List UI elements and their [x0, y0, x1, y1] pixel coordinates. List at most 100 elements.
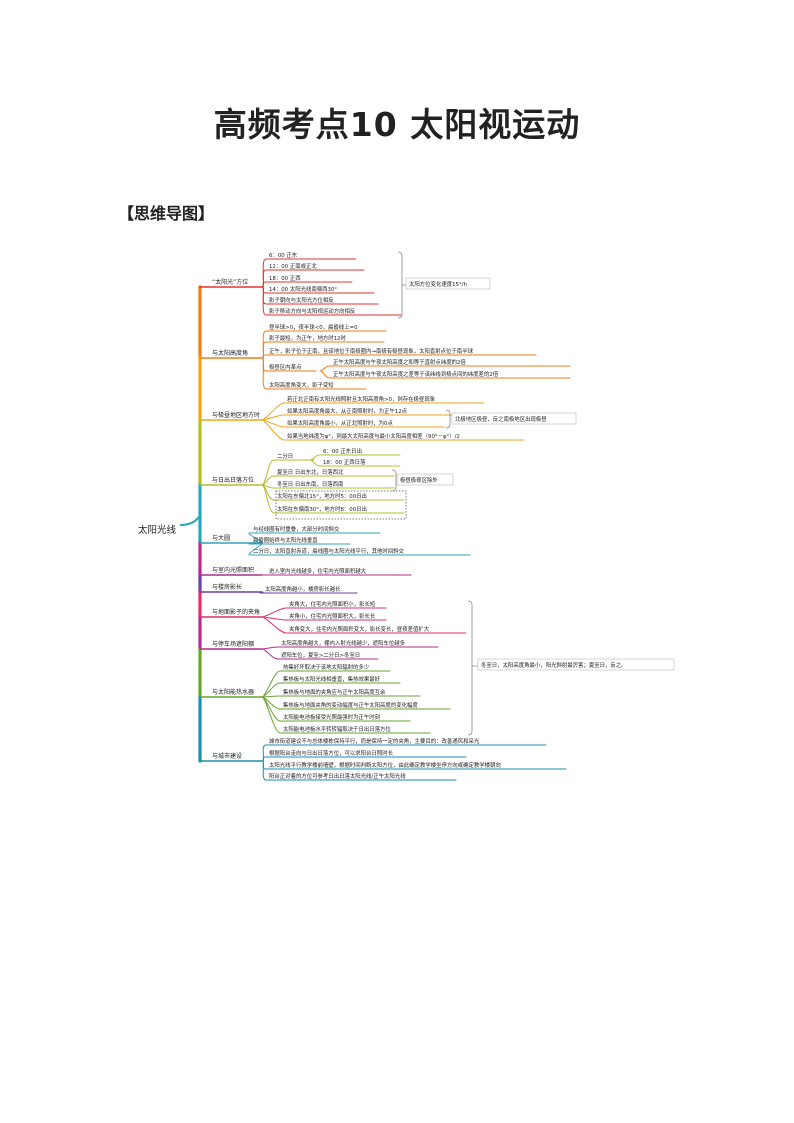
branch-item: 晨昏圈始终与太阳光线垂直 — [253, 536, 318, 544]
branch-item: 如果太阳高度角最小，从正北照射时，为0点 — [287, 419, 393, 427]
sub-connector — [309, 459, 321, 467]
item-connector — [261, 607, 287, 618]
branch-item: 冬至日 日出东南，日落西南 — [277, 480, 344, 488]
dotted-group-box — [275, 490, 407, 520]
item-connector — [261, 760, 267, 770]
item-connector — [261, 682, 281, 698]
item-connector — [261, 269, 267, 288]
branch-3-note-box — [451, 412, 577, 425]
item-connector — [261, 760, 267, 781]
item-connector — [261, 357, 267, 372]
branch-item: 太阳高度角越大，棚内入射光线越少，遮阳车位越多 — [281, 639, 406, 647]
bracket-2 — [467, 600, 473, 736]
branch-item: 如果太阳高度角最大，从正南照射时，为正午12点 — [287, 407, 408, 415]
branch-label: “太阳光”方位 — [212, 278, 248, 286]
branch-item: 夏至日 日出东北，日落西北 — [277, 468, 344, 476]
branch-label: 与大圆 — [212, 534, 230, 542]
item-connector — [261, 648, 279, 660]
sub-connector — [309, 454, 321, 461]
branch-item: 如果当地纬度为φ°，则最大太阳高度与最小太阳高度相差（90°－φ°）/2 — [287, 432, 460, 440]
branch-label: 与楼房影长 — [212, 583, 242, 591]
branch-item: 正午，影子位于正南，且该地位于南极圈内→南极有极昼现象，太阳直射点位于南半球 — [269, 347, 474, 355]
bracket-4 — [391, 469, 397, 492]
side-note-2-box — [477, 658, 675, 671]
branch-item: 太阳在东偏北15°，地方时5：00日出 — [277, 492, 367, 500]
item-connector — [261, 646, 279, 650]
sub-item: 正午太阳高度与午夜太阳高度之差等于该纬线到极点间的纬度差的2倍 — [333, 370, 499, 378]
branch-item: 影子最短，为正午，地方时12时 — [269, 334, 347, 342]
branch-item: 影子移动方向与太阳视运动方向相反 — [269, 307, 356, 315]
branch-item: 极昼区内某点 — [269, 363, 302, 371]
item-connector — [261, 357, 267, 390]
section-heading: 【思维导图】 — [118, 204, 215, 223]
item-connector — [261, 354, 267, 359]
branch-item: 若正北正南有太阳光线照射且太阳高度角>0，则存在极昼现象 — [287, 395, 436, 403]
branch-item: 二分日 — [277, 452, 293, 460]
branch-item: 阳台正对着的方位可参考日出日落太阳光线/正午太阳光线 — [269, 772, 406, 780]
item-connector — [261, 419, 285, 441]
branch-item: 热集好坏取决于该地太阳辐射的多少 — [283, 663, 370, 671]
side-note-1: 太阳方位变化速度15°/h — [409, 280, 467, 288]
branch-item: 集热板与地面夹角的变动幅度与正午太阳高度的变化幅度 — [283, 701, 418, 709]
item-connector — [261, 696, 281, 734]
branch-label: 与太阳能热水器 — [212, 688, 254, 696]
sub-connector — [319, 365, 331, 372]
page-title: 高频考点10 太阳视运动 — [213, 105, 581, 144]
branch-label: 与停车场遮阳棚 — [212, 640, 254, 648]
item-connector — [261, 475, 275, 486]
item-connector — [261, 286, 267, 305]
branch-label: 与室内光照面积 — [212, 566, 254, 574]
branch-item: 昼半球>0，夜半球<0，晨昏线上=0 — [269, 323, 358, 331]
sub-item: 正午太阳高度与午夜太阳高度之和等于直射点纬度的2倍 — [333, 358, 466, 366]
branch-4-note: 极昼极夜区除外 — [400, 476, 438, 484]
branch-label: 与极昼地区地方时 — [212, 411, 260, 419]
item-connector — [261, 484, 275, 514]
side-note-2: 冬至日，太阳高度角最小，阳光斜射最厉害；夏至日，反之。 — [481, 661, 627, 669]
branch-item: 集热板与地面的夹角应与正午太阳高度互余 — [283, 688, 386, 696]
branch-item: 二分日，太阳直射赤道，晨线圈与太阳光线平行，其他时间斜交 — [253, 547, 405, 555]
branch-label: 与城市建设 — [212, 752, 242, 760]
branch-item: 影子朝向与太阳光方位相反 — [269, 296, 334, 304]
item-connector — [261, 330, 267, 359]
branch-item: 进入室内光线越多，住宅内光照面积越大 — [269, 567, 367, 575]
branch-label: 与太阳高度角 — [212, 349, 248, 357]
branch-item: 6：00 正东 — [269, 251, 298, 259]
branch-item: 夹角变大，住宅内光照面积变大，影长变长，昼夜差值扩大 — [289, 625, 430, 633]
item-connector — [261, 616, 287, 634]
branch-item: 14：00 太阳光线南偏西30° — [269, 285, 337, 293]
item-connector — [261, 695, 281, 698]
branch-item: 集热板与太阳光线相垂直，集热效果最好 — [283, 675, 381, 683]
branch-4-note-box — [396, 473, 454, 486]
item-connector — [261, 286, 267, 316]
item-connector — [261, 459, 275, 486]
bracket-3 — [445, 409, 451, 429]
branch-3-note: 北极地区极昼，反之南极地区出现极昼 — [455, 415, 547, 423]
branch-item: 太阳能电池板水平转转辐取决于日出日落方位 — [283, 725, 391, 733]
side-note-1-box — [405, 277, 491, 290]
mind-map-root: 太阳光线 — [138, 524, 177, 536]
root-connector — [179, 514, 201, 526]
item-connector — [259, 591, 264, 594]
branch-item: 太阳光线平行教学楼前墙壁，根据时间判断太阳方位，由此确定教学楼坐停方向或确定教学… — [269, 761, 501, 769]
branch-item: 18：00 正西 — [269, 275, 301, 282]
branch-item: 城市街道建议不与总体楼栋保持平行，而是保持一定的夹角，主要目的：改善通风和采光 — [269, 737, 480, 745]
branch-item: 遮阳车位，夏至>二分日>冬至日 — [281, 651, 360, 659]
branch-item: 夹角小，住宅内光照面积大，影长长 — [289, 612, 376, 620]
branch-item: 太阳高度角变大，影子变短 — [269, 381, 334, 389]
sub-connector — [319, 370, 331, 379]
branch-item: 太阳能电池板接受光照最强时为正午时刻 — [283, 713, 380, 721]
branch-item: 12：00 正南或正北 — [269, 262, 317, 270]
branch-item: 夹角大，住宅内光照面积小，影长短 — [289, 600, 376, 608]
branch-item: 太阳在东偏南30°，地方时8：00日出 — [277, 505, 367, 513]
branch-item: 根据阳台走向与日出日落方位，可以求阳台日照时长 — [269, 749, 394, 757]
item-connector — [261, 744, 267, 762]
branch-item: 太阳高度角越小，楼房影长越长 — [265, 585, 341, 593]
bracket-1 — [397, 251, 403, 319]
branch-label: 与地面影子的夹角 — [212, 608, 260, 616]
branch-item: 与经线圈有时重叠，大部分时间斜交 — [253, 525, 340, 533]
branch-label: 与日出日落方位 — [212, 476, 254, 484]
item-connector — [248, 542, 263, 556]
sub-item: 6：00 正东日出 — [323, 447, 362, 455]
item-connector — [261, 419, 285, 428]
